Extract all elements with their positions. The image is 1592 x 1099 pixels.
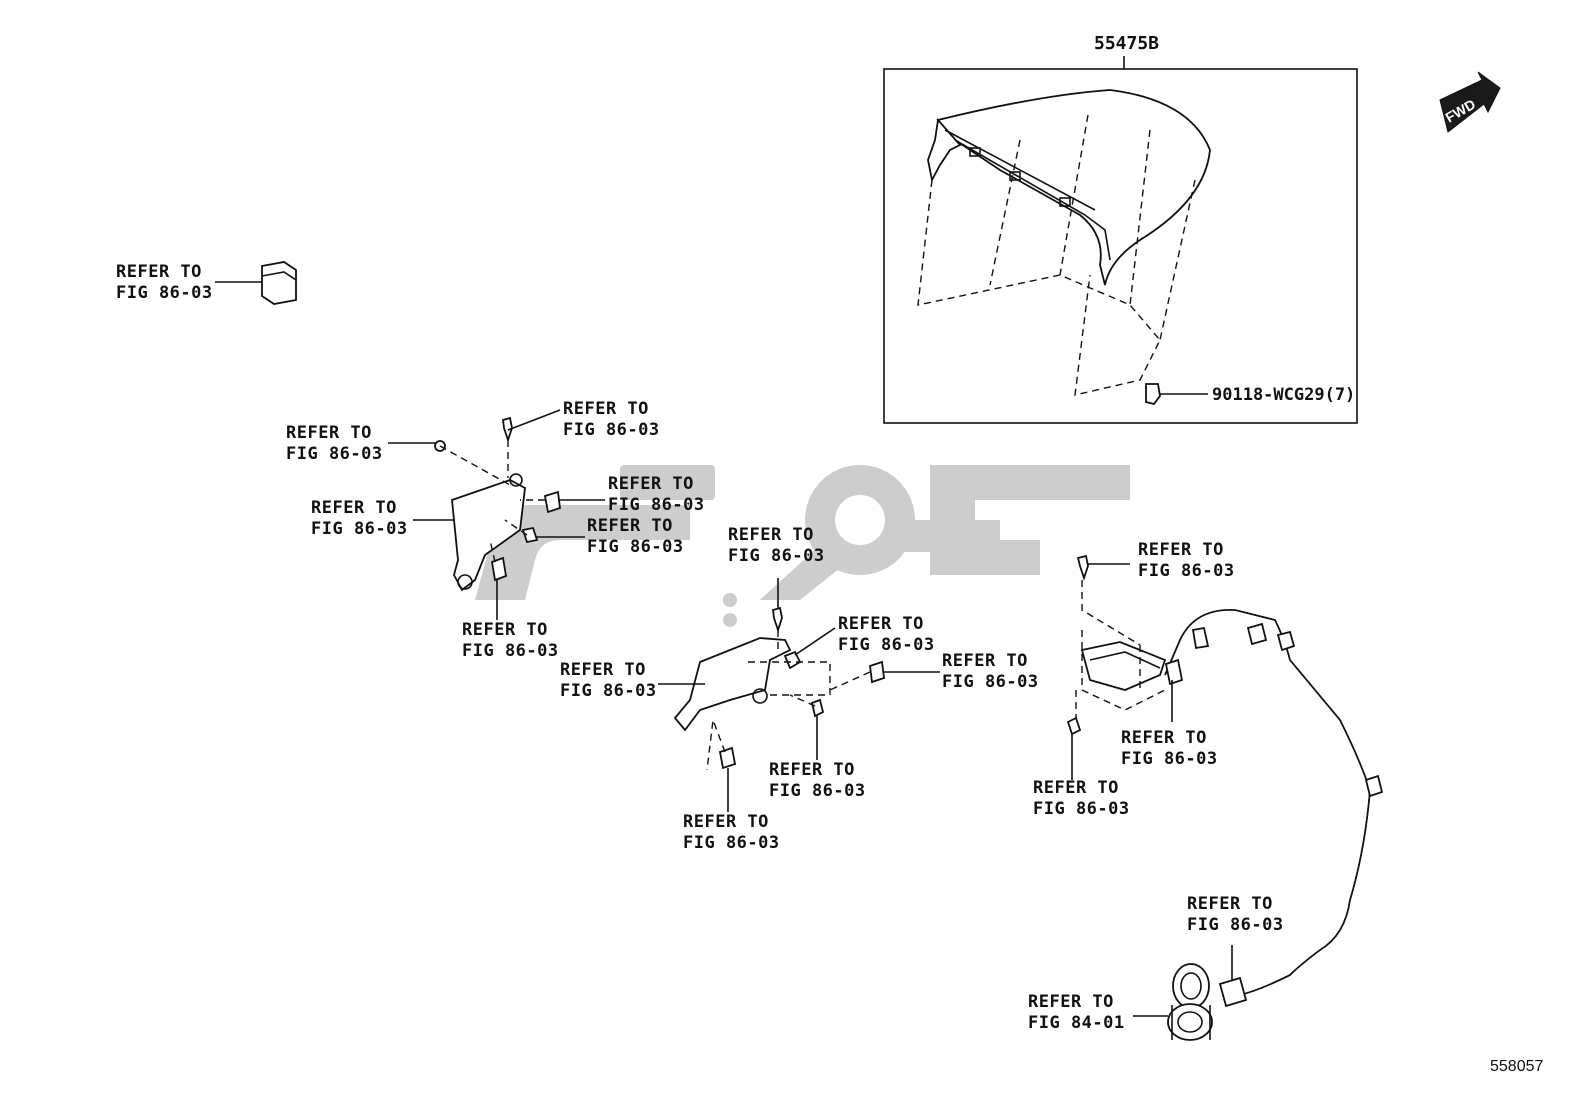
middle-bracket <box>658 578 940 812</box>
left-bracket <box>388 409 605 620</box>
fwd-arrow-icon: FWD <box>1439 71 1501 133</box>
part-number-90118: 90118-WCG29(7) <box>1212 385 1356 405</box>
clip-90118 <box>1145 383 1208 406</box>
cover-part <box>917 89 1211 396</box>
part-number-55475B: 55475B <box>1094 33 1160 54</box>
harness-assembly <box>1066 554 1384 1041</box>
assembly-box <box>883 68 1358 424</box>
figure-number: 558057 <box>1490 1058 1544 1075</box>
switch-part <box>215 261 297 305</box>
